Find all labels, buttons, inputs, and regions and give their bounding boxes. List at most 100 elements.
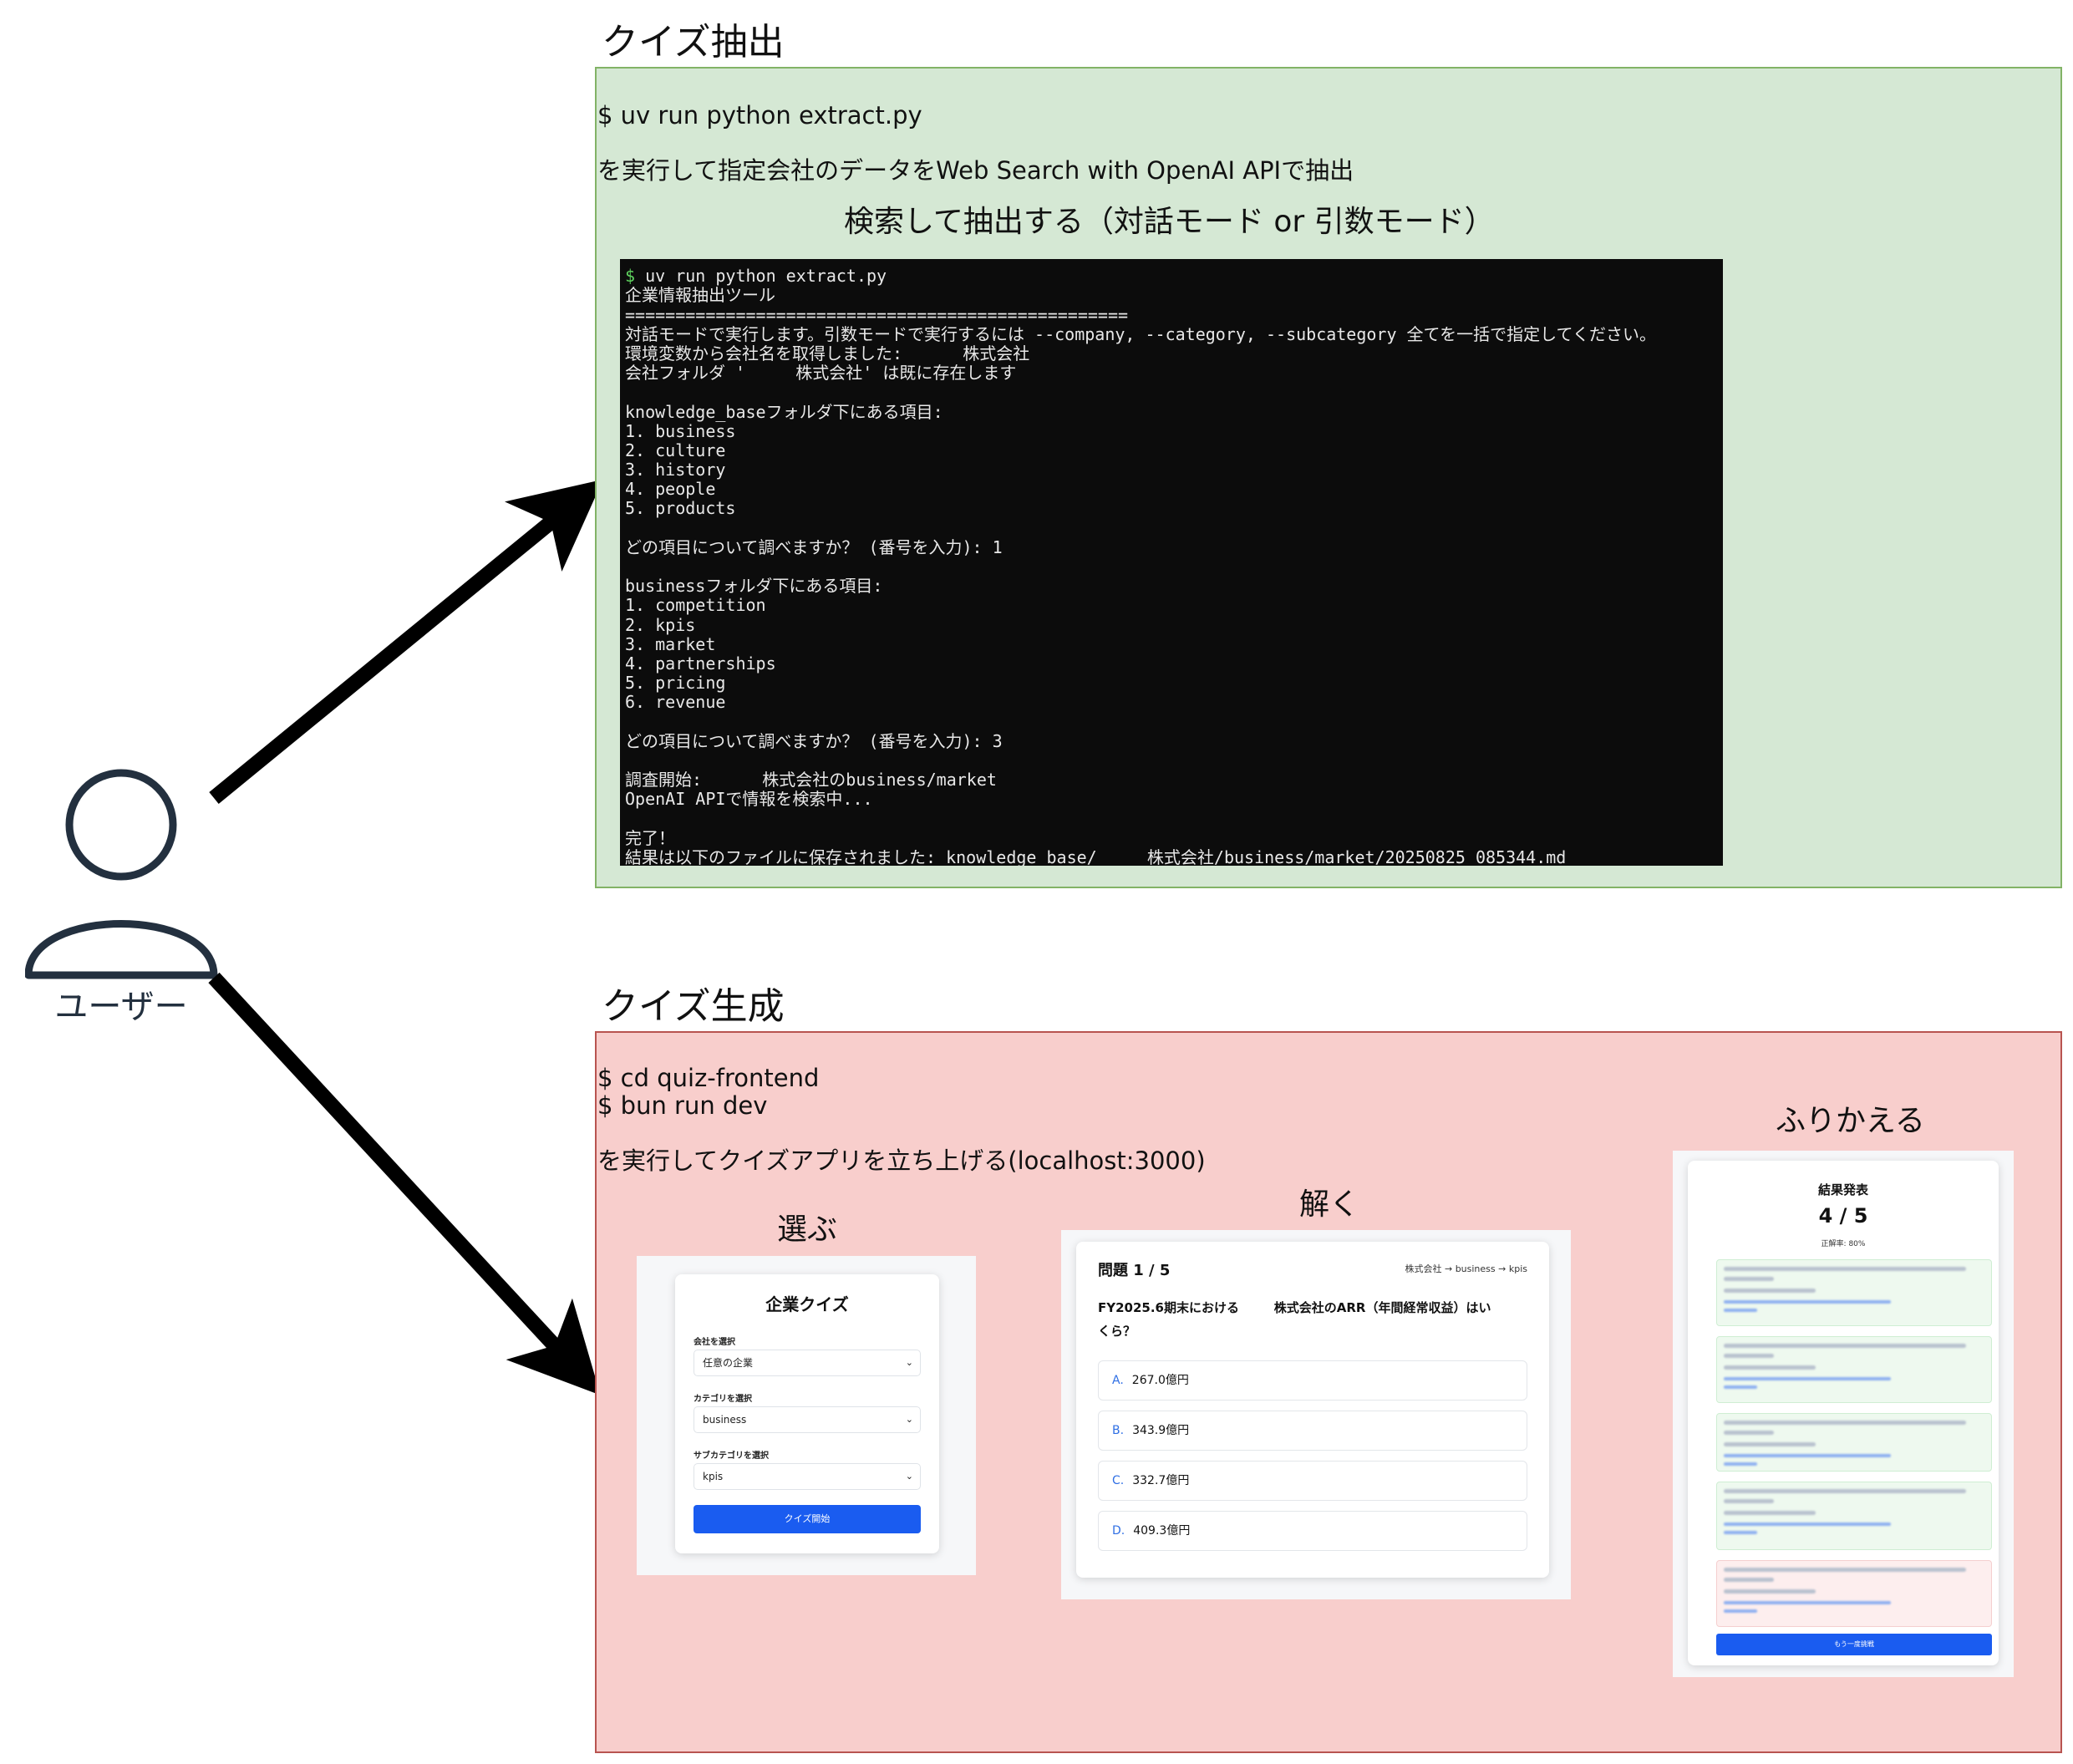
terminal-line: 5. products (625, 498, 736, 519)
blurred-text (1724, 1578, 1774, 1582)
blurred-text (1724, 1431, 1774, 1435)
retry-button[interactable]: もう一度挑戦 (1716, 1634, 1992, 1655)
result-item-incorrect (1716, 1560, 1992, 1627)
blurred-text (1724, 1277, 1774, 1281)
blurred-text (1724, 1354, 1774, 1358)
terminal-line: 完了！ (625, 827, 675, 848)
user-actor (25, 765, 226, 1024)
step-review-caption: ふりかえる (1776, 1104, 1925, 1138)
blurred-text (1724, 1523, 1891, 1526)
option-text: 332.7億円 (1132, 1474, 1190, 1487)
select-title: 企業クイズ (765, 1294, 849, 1314)
chevron-down-icon: ⌄ (905, 1357, 913, 1368)
terminal-line (625, 713, 1718, 732)
question-text-line2: くら？ (1098, 1324, 1136, 1339)
result-title: 結果発表 (1817, 1182, 1868, 1197)
category-label: カテゴリを選択 (694, 1395, 752, 1404)
terminal-line: 2. culture (625, 440, 726, 460)
company-select-value: 任意の企業 (703, 1357, 754, 1369)
terminal-line: $ uv run python extract.py (625, 266, 887, 287)
quiz-screen: 問題 1 / 5 株式会社 → business → kpis FY2025.6… (1061, 1230, 1571, 1599)
terminal-line: 対話モードで実行します。引数モードで実行するには --company, --ca… (625, 323, 1656, 344)
blurred-text (1724, 1531, 1757, 1534)
option-key: D. (1112, 1524, 1125, 1538)
subcategory-label: サブカテゴリを選択 (694, 1451, 769, 1461)
start-quiz-button[interactable]: クイズ開始 (694, 1505, 921, 1533)
blurred-text (1724, 1499, 1774, 1503)
result-score: 4 / 5 (1818, 1204, 1868, 1228)
extract-command: $ uv run python extract.py (597, 101, 922, 130)
company-label: 会社を選択 (694, 1338, 735, 1347)
terminal-line (625, 809, 1718, 828)
subcategory-select-value: kpis (703, 1471, 724, 1482)
terminal-line: ========================================… (625, 304, 1129, 325)
blurred-text (1724, 1489, 1966, 1493)
select-card: 企業クイズ 会社を選択 任意の企業 ⌄ カテゴリを選択 business ⌄ サ… (675, 1274, 939, 1553)
extract-title: クイズ抽出 (602, 21, 785, 64)
user-icon (25, 769, 218, 979)
answer-option-a[interactable]: A.267.0億円 (1098, 1360, 1527, 1401)
category-select[interactable]: business ⌄ (694, 1406, 921, 1433)
result-card: 結果発表 4 / 5 正解率: 80% もう一度挑戦 (1688, 1161, 1999, 1665)
terminal-line: 結果は以下のファイルに保存されました: knowledge_base/ 株式会社… (625, 846, 1567, 866)
terminal-line: 4. people (625, 479, 716, 500)
terminal-line: 企業情報抽出ツール (625, 285, 775, 306)
question-counter: 問題 1 / 5 (1098, 1262, 1171, 1279)
subcategory-select[interactable]: kpis ⌄ (694, 1463, 921, 1490)
terminal-line: 3. history (625, 460, 726, 480)
terminal-line (625, 383, 1718, 402)
blurred-text (1724, 1511, 1816, 1515)
terminal-line: 1. competition (625, 595, 766, 616)
step-solve-caption: 解く (1299, 1187, 1360, 1222)
terminal-line (625, 751, 1718, 770)
option-text: 343.9億円 (1132, 1424, 1190, 1437)
blurred-text (1724, 1589, 1816, 1594)
terminal-line: 環境変数から会社名を取得しました: 株式会社 (625, 343, 1030, 363)
quiz-card: 問題 1 / 5 株式会社 → business → kpis FY2025.6… (1076, 1242, 1549, 1578)
category-select-value: business (703, 1414, 747, 1426)
company-select[interactable]: 任意の企業 ⌄ (694, 1350, 921, 1376)
quiz-path: 株式会社 → business → kpis (1405, 1263, 1527, 1274)
answer-option-c[interactable]: C.332.7億円 (1098, 1461, 1527, 1501)
terminal-line: 5. pricing (625, 673, 726, 694)
blurred-text (1724, 1601, 1891, 1604)
terminal-line (625, 557, 1718, 577)
terminal-line (625, 519, 1718, 538)
terminal-line: 2. kpis (625, 614, 696, 635)
blurred-text (1724, 1454, 1891, 1457)
result-item-correct (1716, 1336, 1992, 1403)
terminal-line: OpenAI APIで情報を検索中... (625, 789, 873, 810)
terminal-line: 6. revenue (625, 692, 726, 713)
terminal-line: 会社フォルダ ' 株式会社' は既に存在します (625, 363, 1017, 384)
result-item-correct (1716, 1482, 1992, 1550)
terminal-line: 4. partnerships (625, 653, 776, 674)
blurred-text (1724, 1462, 1757, 1466)
terminal-line: 1. business (625, 420, 736, 441)
answer-option-d[interactable]: D.409.3億円 (1098, 1511, 1527, 1551)
generate-description: を実行してクイズアプリを立ち上げる(localhost:3000) (597, 1146, 1206, 1175)
result-item-correct (1716, 1413, 1992, 1472)
generate-command-run: $ bun run dev (597, 1091, 768, 1120)
blurred-text (1724, 1344, 1966, 1348)
result-screen: 結果発表 4 / 5 正解率: 80% もう一度挑戦 (1673, 1151, 2014, 1677)
blurred-text (1724, 1289, 1816, 1293)
extract-description: を実行して指定会社のデータをWeb Search with OpenAI API… (597, 156, 1354, 185)
blurred-text (1724, 1365, 1816, 1370)
extract-caption: 検索して抽出する（対話モード or 引数モード） (844, 205, 1495, 239)
terminal-prev-prompt (625, 259, 1718, 267)
arrow-to-generate (208, 972, 601, 1395)
generate-command-cd: $ cd quiz-frontend (597, 1064, 820, 1092)
blurred-text (1724, 1568, 1966, 1572)
answer-option-b[interactable]: B.343.9億円 (1098, 1411, 1527, 1451)
result-accuracy: 正解率: 80% (1821, 1240, 1866, 1248)
question-text-line1: FY2025.6期末における 株式会社のARR（年間経常収益）はい (1098, 1300, 1491, 1315)
terminal-line: 調査開始: 株式会社のbusiness/market (625, 770, 997, 790)
terminal-line: どの項目について調べますか？ (番号を入力): 3 (625, 730, 1003, 751)
option-key: A. (1112, 1374, 1124, 1387)
blurred-text (1724, 1421, 1966, 1425)
result-item-correct (1716, 1259, 1992, 1326)
blurred-text (1724, 1267, 1966, 1271)
terminal-line: knowledge_baseフォルダ下にある項目: (625, 401, 943, 422)
terminal-line: 3. market (625, 633, 716, 654)
